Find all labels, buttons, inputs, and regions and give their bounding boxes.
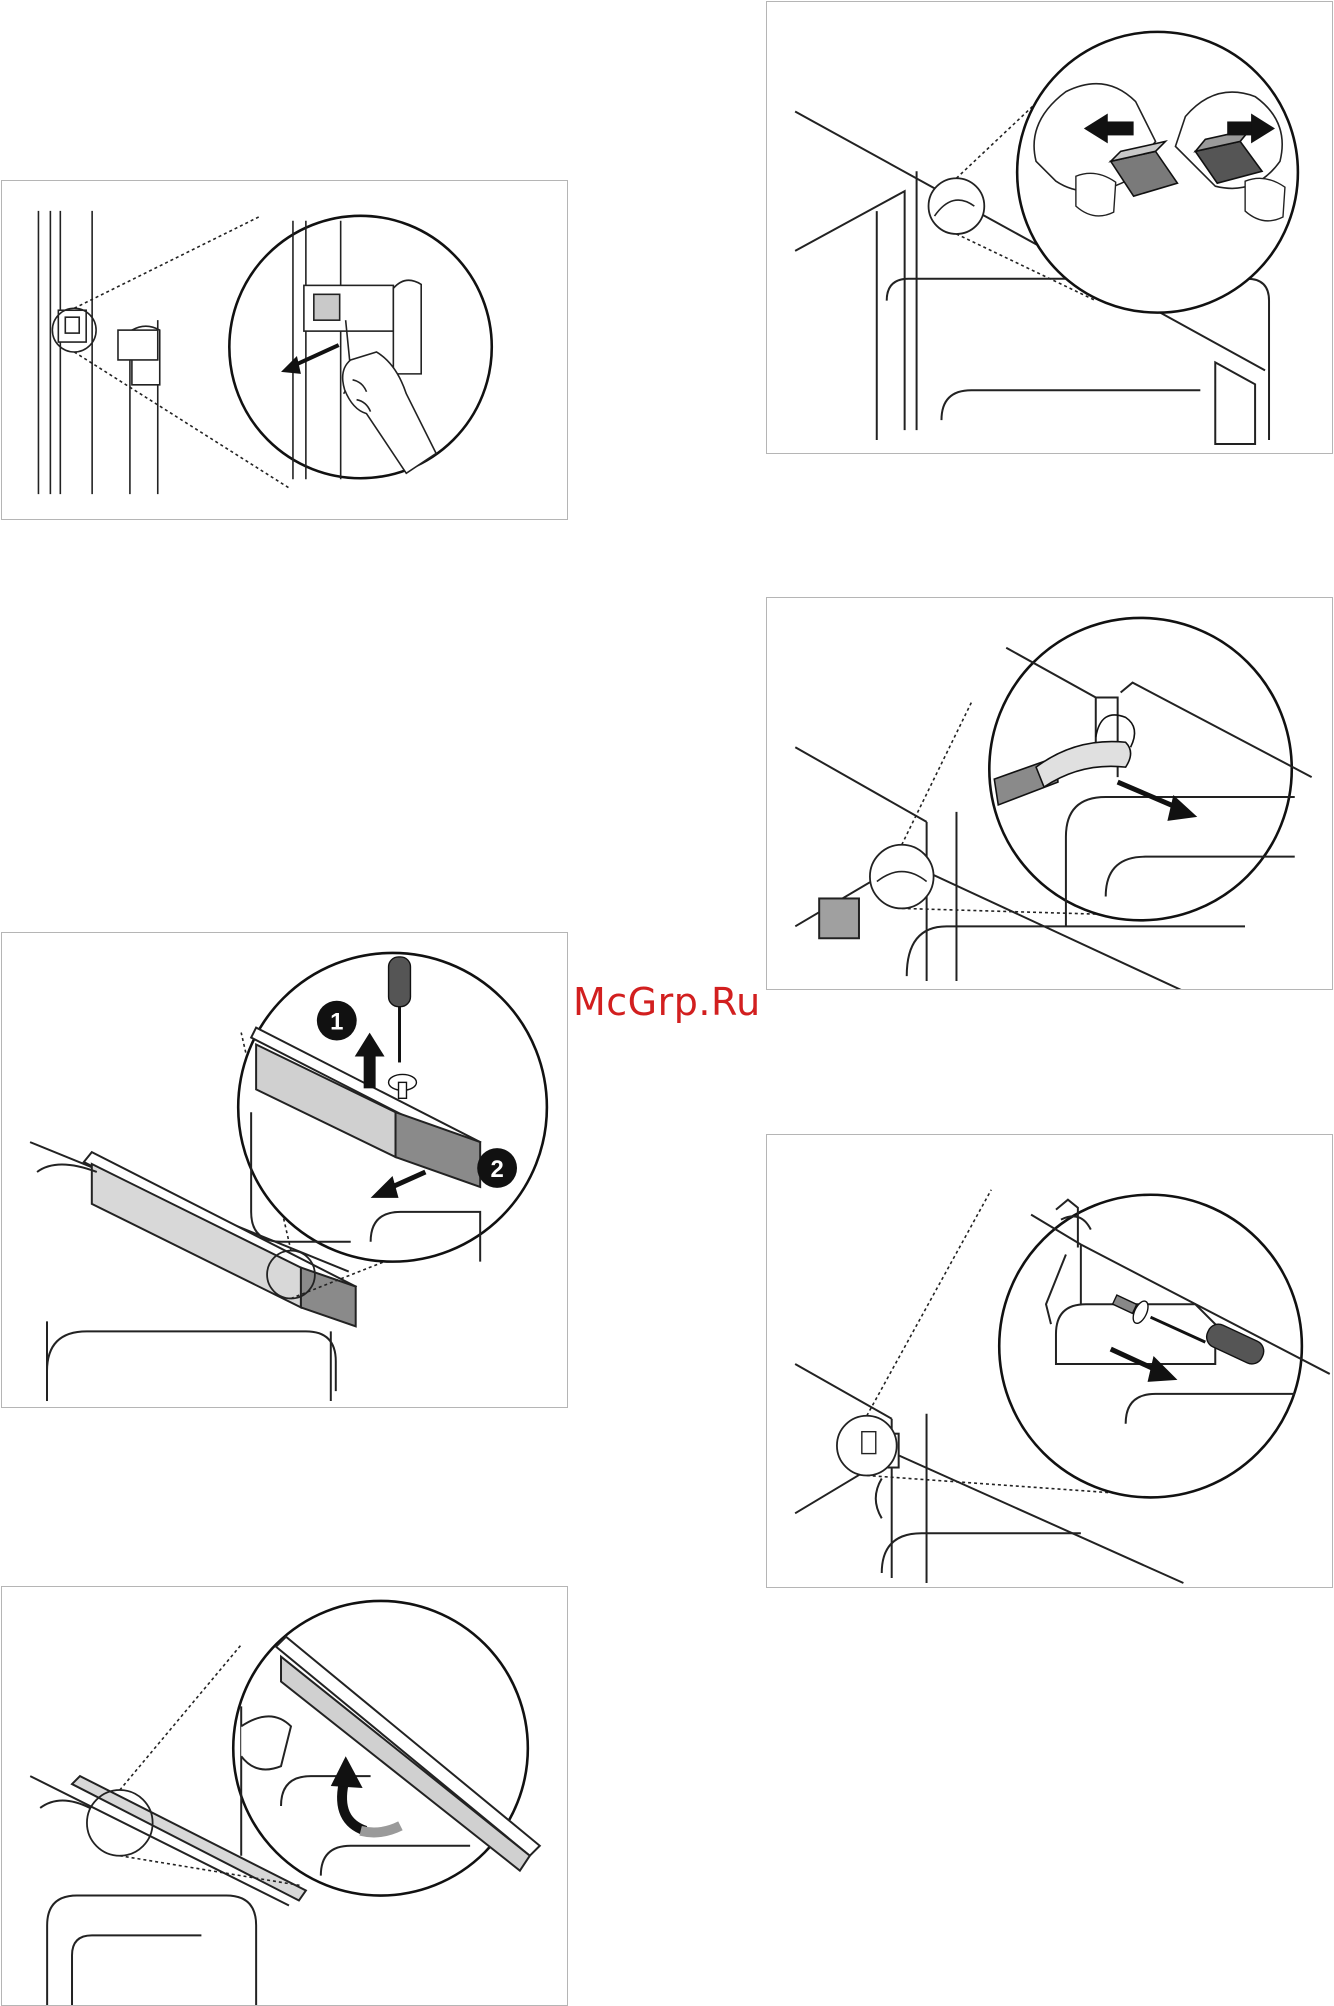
step-label: 2 bbox=[490, 1156, 503, 1183]
step-badge-1: 1 bbox=[317, 1001, 357, 1041]
illustration-panel-lift-panel bbox=[1, 1586, 568, 2006]
cable-holder-illustration bbox=[767, 598, 1332, 989]
zoom-circle-icon bbox=[229, 216, 491, 478]
connector-illustration bbox=[767, 2, 1332, 453]
watermark-text: McGrp.Ru bbox=[573, 980, 761, 1024]
illustration-panel-disconnect-connector bbox=[766, 1, 1333, 454]
switch-cover-illustration bbox=[2, 181, 567, 519]
illustration-panel-remove-switch-cover bbox=[1, 180, 568, 520]
lift-panel-illustration bbox=[2, 1587, 567, 2005]
illustration-panel-unscrew-bracket bbox=[766, 1134, 1333, 1588]
bracket-illustration bbox=[767, 1135, 1332, 1587]
illustration-panel-remove-cover-strip: 1 2 bbox=[1, 932, 568, 1408]
step-badge-2: 2 bbox=[477, 1148, 517, 1188]
step-label: 1 bbox=[330, 1009, 343, 1036]
illustration-panel-remove-cable-holder bbox=[766, 597, 1333, 990]
cover-strip-illustration: 1 2 bbox=[2, 933, 567, 1407]
